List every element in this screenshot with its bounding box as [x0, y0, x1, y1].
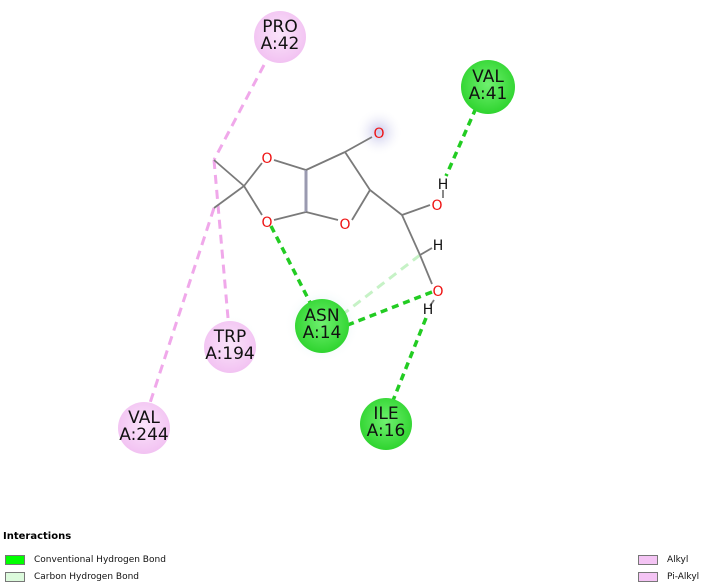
svg-text:VAL: VAL [128, 408, 160, 428]
legend-swatch-pi-alkyl [638, 572, 658, 582]
legend-item-alkyl: Alkyl [638, 553, 688, 567]
residue-asn14: ASN A:14 [295, 299, 349, 353]
svg-text:PRO: PRO [262, 17, 297, 37]
residue-val244: VAL A:244 [118, 402, 170, 454]
alkyl-line-val244 [148, 207, 216, 404]
residue-val41: VAL A:41 [461, 60, 515, 114]
alkyl-line-pro42 [212, 64, 266, 161]
residue-trp194: TRP A:194 [204, 321, 256, 373]
hydrogen-atom: H [438, 177, 449, 193]
oxygen-atom: O [431, 198, 442, 214]
svg-text:A:14: A:14 [303, 323, 342, 343]
hbond-line-ile16 [390, 317, 428, 404]
svg-text:VAL: VAL [472, 67, 504, 87]
oxygen-atom: O [261, 151, 272, 167]
legend-item-carbon-hbond: Carbon Hydrogen Bond [5, 570, 139, 584]
svg-text:A:244: A:244 [119, 425, 169, 445]
svg-text:ILE: ILE [373, 404, 398, 424]
svg-text:A:42: A:42 [261, 34, 300, 54]
solvent-halo-oxygen [355, 108, 403, 156]
oxygen-atom: O [373, 126, 384, 142]
legend-label: Carbon Hydrogen Bond [34, 572, 140, 582]
svg-text:TRP: TRP [213, 327, 246, 347]
interaction-lines [148, 64, 478, 404]
legend-swatch-conventional-hbond [5, 555, 25, 565]
alkyl-line-trp194 [212, 159, 230, 319]
legend-label: Conventional Hydrogen Bond [34, 555, 166, 565]
legend-title: Interactions [3, 531, 72, 542]
hbond-line-val41 [444, 107, 478, 177]
legend-item-conventional-hbond: Conventional Hydrogen Bond [5, 553, 166, 567]
svg-text:A:41: A:41 [469, 84, 508, 104]
residue-pro42: PRO A:42 [254, 11, 306, 63]
svg-text:A:16: A:16 [367, 421, 406, 441]
svg-text:ASN: ASN [304, 306, 339, 326]
legend-swatch-alkyl [638, 555, 658, 565]
carbon-hbond-line-asn14 [337, 253, 421, 320]
svg-text:A:194: A:194 [205, 344, 255, 364]
legend-swatch-carbon-hbond [5, 572, 25, 582]
ligand-bonds [213, 136, 444, 307]
oxygen-atom: O [432, 284, 443, 300]
residue-ile16: ILE A:16 [360, 398, 412, 450]
hydrogen-atom: H [433, 238, 444, 254]
oxygen-atom: O [339, 217, 350, 233]
legend-item-pi-alkyl: Pi-Alkyl [638, 570, 699, 584]
legend-label: Alkyl [667, 555, 689, 565]
hydrogen-atom: H [423, 302, 434, 318]
legend-label: Pi-Alkyl [667, 572, 700, 582]
ligand-atoms: O O O O O O H H H [261, 126, 448, 318]
oxygen-atom: O [261, 215, 272, 231]
hbond-line-asn14-oh [339, 290, 433, 330]
